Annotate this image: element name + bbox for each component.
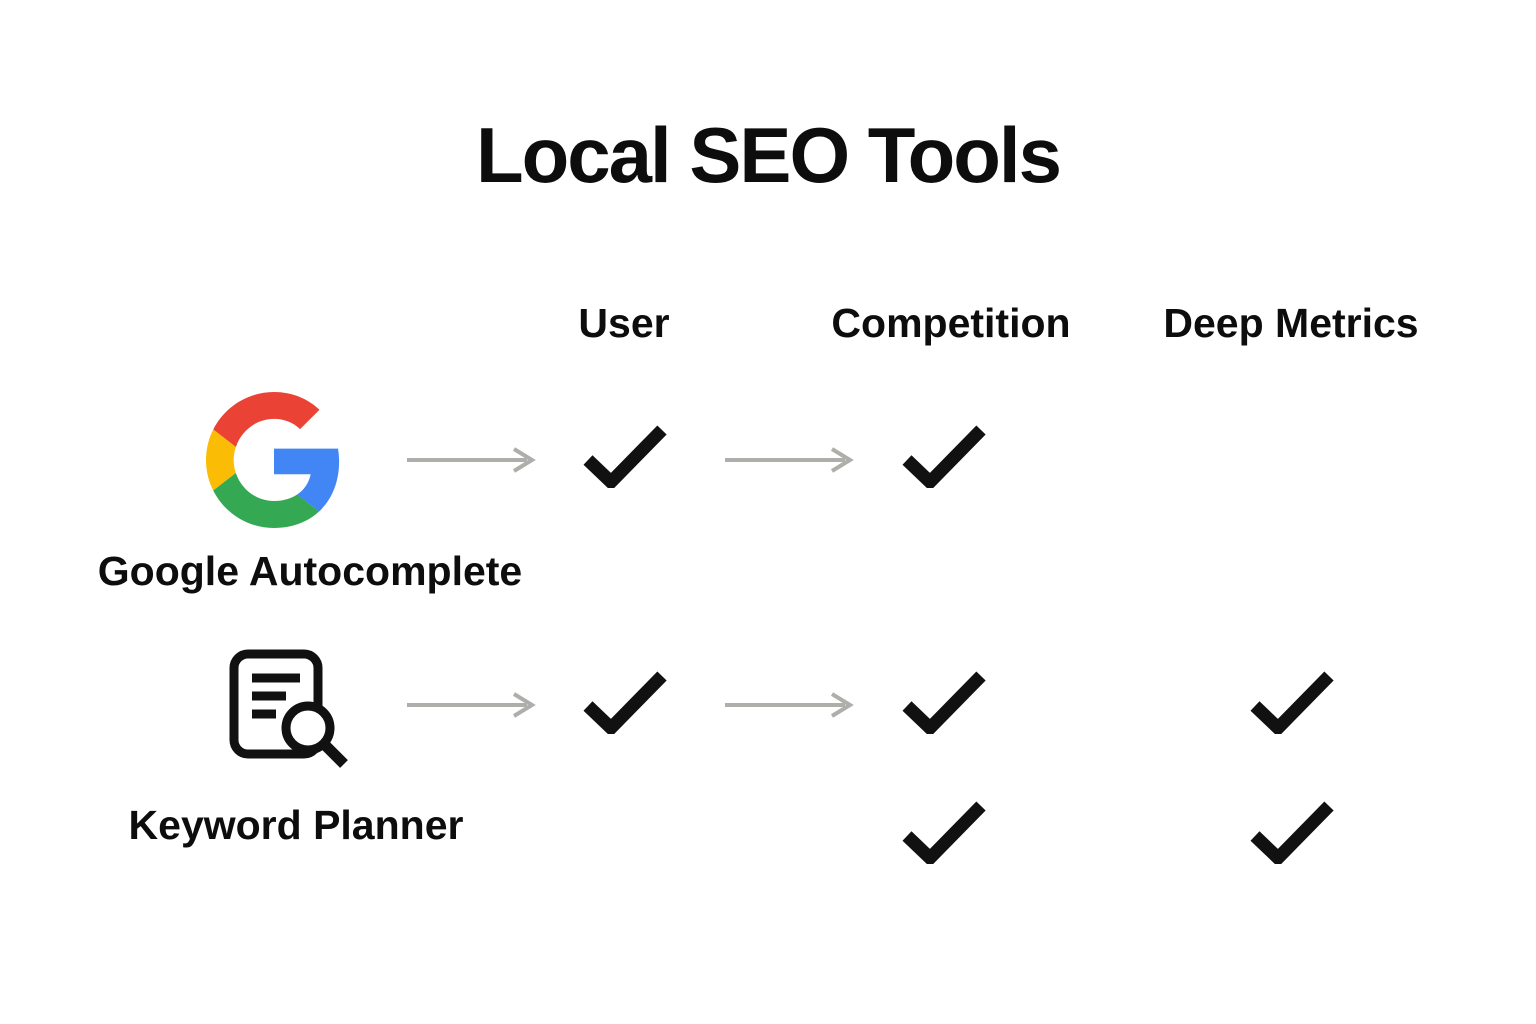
checkmark-icon-google-competition — [901, 424, 987, 488]
right-arrow-icon — [723, 690, 858, 720]
column-header-user: User — [578, 300, 670, 346]
checkmark-icon-keyword-planner-deep-metrics — [1249, 670, 1335, 734]
column-header-deep-metrics: Deep Metrics — [1163, 300, 1419, 346]
right-arrow-icon — [405, 445, 540, 475]
checkmark-icon-keyword-planner-competition — [901, 670, 987, 734]
right-arrow-icon — [723, 445, 858, 475]
tool-label-keyword-planner: Keyword Planner — [128, 802, 464, 848]
document-search-icon — [226, 648, 356, 772]
column-header-competition: Competition — [831, 300, 1071, 346]
page-title: Local SEO Tools — [476, 111, 1062, 199]
checkmark-icon-extra-deep-metrics — [1249, 800, 1335, 864]
checkmark-icon-extra-competition — [901, 800, 987, 864]
google-g-logo-icon — [206, 392, 342, 528]
right-arrow-icon — [405, 690, 540, 720]
checkmark-icon-google-user — [582, 424, 668, 488]
checkmark-icon-keyword-planner-user — [582, 670, 668, 734]
tool-label-google-autocomplete: Google Autocomplete — [97, 548, 523, 594]
